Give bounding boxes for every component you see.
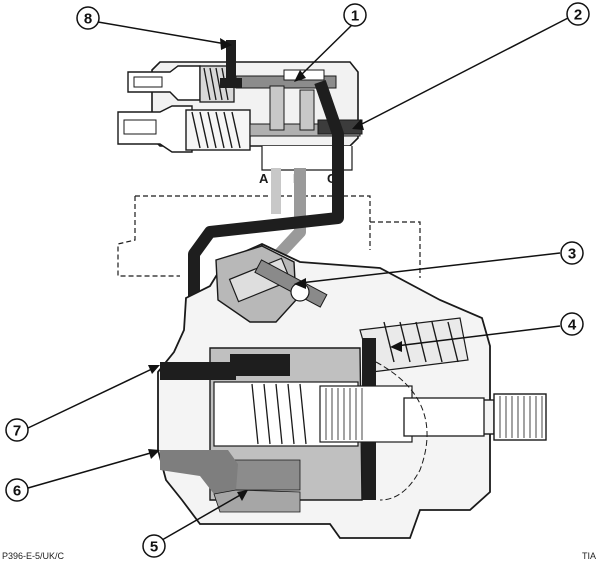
control-piston-assembly (215, 245, 328, 323)
svg-text:4: 4 (568, 317, 577, 334)
drive-shaft-spline (493, 393, 547, 441)
high-pressure-channel (160, 362, 236, 380)
callout-1: 1 (343, 3, 367, 27)
callout-arrowheads (148, 38, 402, 501)
callout-leaders (27, 17, 569, 541)
cylinder-block (209, 347, 413, 501)
callout-6: 6 (5, 478, 29, 502)
svg-text:5: 5 (150, 539, 158, 556)
low-pressure-channel (160, 450, 238, 494)
port-label-a: A (259, 171, 269, 186)
lower-spring (185, 109, 251, 151)
callout-5: 5 (142, 534, 166, 558)
svg-text:6: 6 (13, 483, 21, 500)
dashed-mounting-outline (117, 195, 421, 278)
callout-4: 4 (560, 312, 584, 336)
svg-text:3: 3 (568, 246, 576, 263)
callout-8: 8 (76, 6, 100, 30)
svg-text:1: 1 (351, 8, 359, 25)
figure-initials: TIA (582, 551, 596, 561)
port-plate-channel (213, 489, 301, 513)
main-shaft (403, 397, 485, 437)
callout-2: 2 (566, 2, 590, 26)
svg-text:8: 8 (84, 11, 92, 28)
callout-3: 3 (560, 241, 584, 265)
callout-7: 7 (5, 418, 29, 442)
figure-reference: P396-E-5/UK/C (2, 551, 65, 561)
swash-arc (375, 361, 428, 501)
svg-text:2: 2 (574, 7, 582, 24)
svg-text:7: 7 (13, 423, 21, 440)
